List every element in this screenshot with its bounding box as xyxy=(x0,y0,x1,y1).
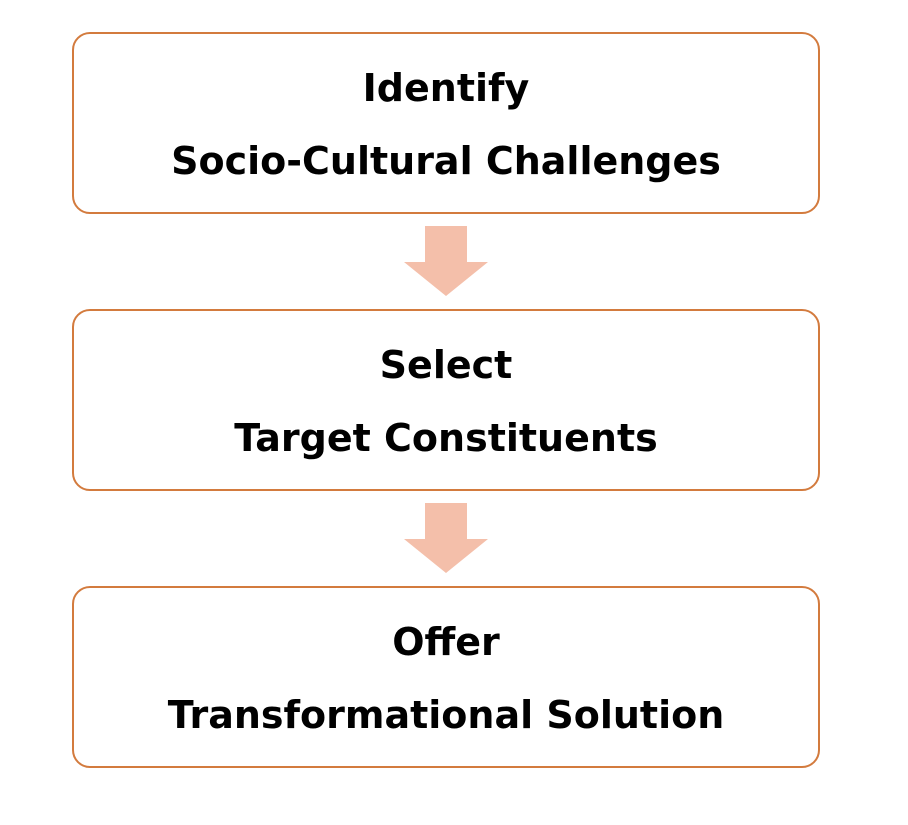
down-arrow-icon xyxy=(404,226,488,296)
step-box-select: Select Target Constituents xyxy=(72,309,820,491)
step-subtitle: Target Constituents xyxy=(234,416,658,460)
step-box-offer: Offer Transformational Solution xyxy=(72,586,820,768)
step-title: Select xyxy=(379,343,513,387)
step-title: Identify xyxy=(362,66,530,110)
step-box-identify: Identify Socio-Cultural Challenges xyxy=(72,32,820,214)
down-arrow-icon xyxy=(404,503,488,573)
step-subtitle: Transformational Solution xyxy=(167,693,725,737)
step-title: Offer xyxy=(392,620,500,664)
step-subtitle: Socio-Cultural Challenges xyxy=(171,139,721,183)
